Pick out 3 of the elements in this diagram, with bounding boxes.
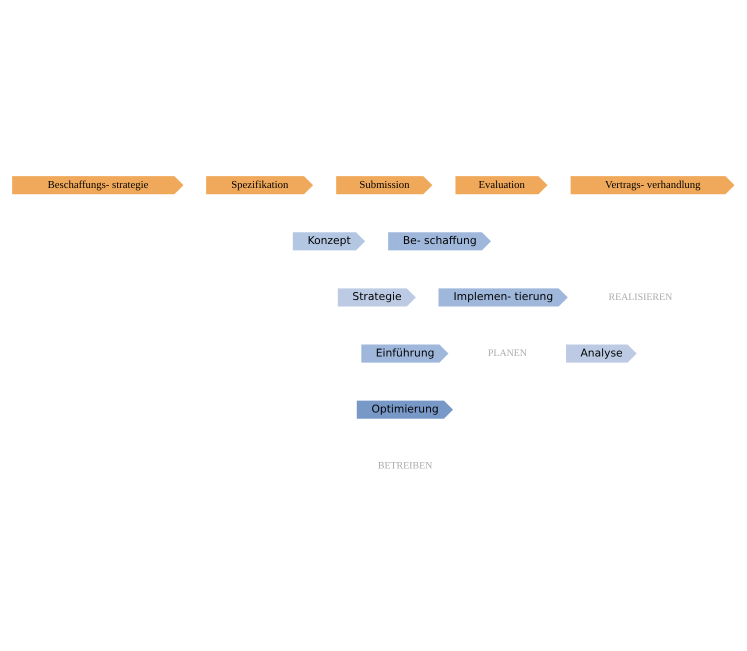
label: REALISIEREN <box>608 292 672 303</box>
label: BETREIBEN <box>378 460 432 472</box>
label: PLANEN <box>488 348 527 360</box>
